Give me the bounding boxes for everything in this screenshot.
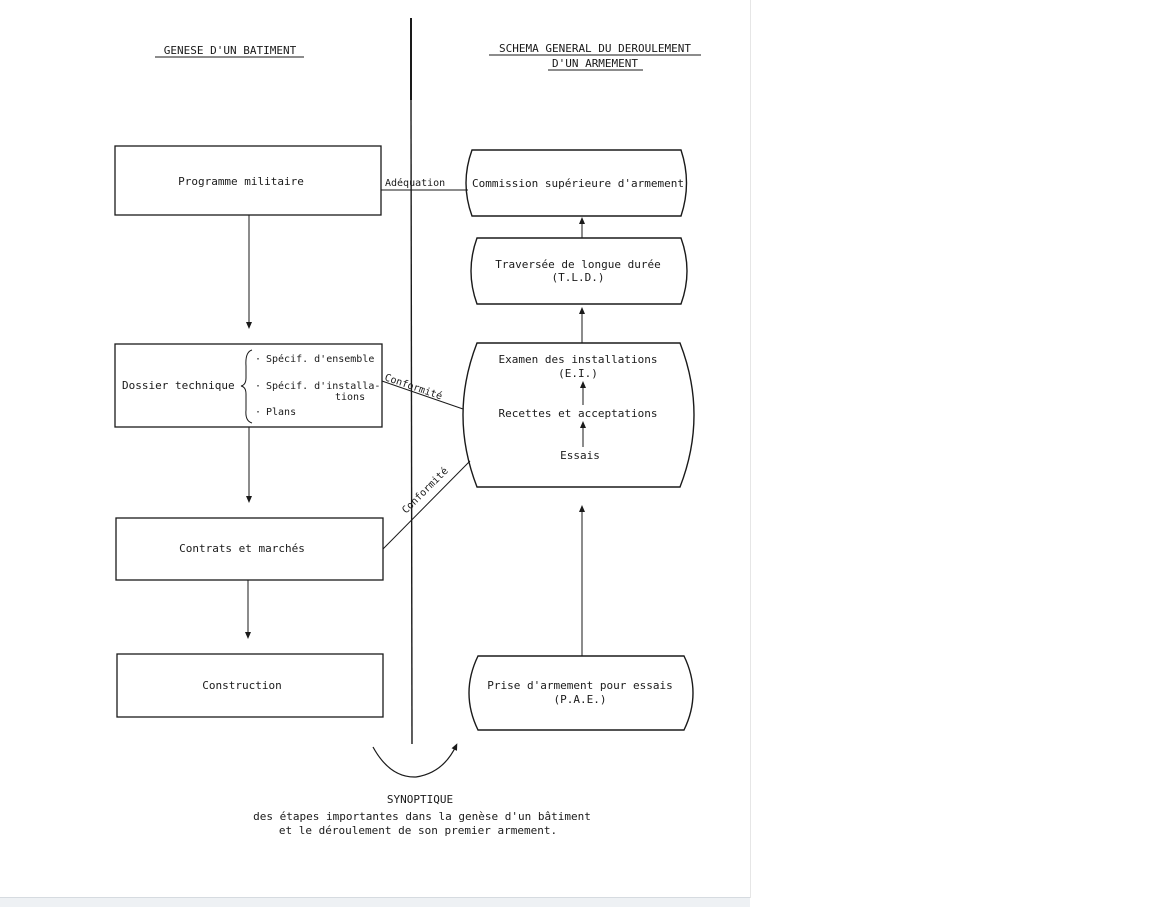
- dossier-technique-box: Dossier technique · Spécif. d'ensemble ·…: [114, 343, 383, 428]
- svg-text:Prise d'armement pour essais: Prise d'armement pour essais: [487, 679, 672, 692]
- svg-text:(E.I.): (E.I.): [558, 367, 598, 380]
- commission-box: Commission supérieure d'armement: [465, 149, 688, 217]
- svg-text:Conformité: Conformité: [383, 371, 444, 402]
- cycle-arrow-icon: [372, 743, 458, 778]
- svg-text:Dossier technique: Dossier technique: [122, 379, 235, 392]
- svg-text:SCHEMA GENERAL DU DEROULEMENT: SCHEMA GENERAL DU DEROULEMENT: [499, 42, 691, 55]
- svg-text:(T.L.D.): (T.L.D.): [552, 271, 605, 284]
- construction-box: Construction: [116, 653, 384, 718]
- svg-text:Construction: Construction: [202, 679, 281, 692]
- viewer-bottom-bar: [0, 897, 750, 907]
- adequation-connector: Adéquation: [381, 177, 468, 191]
- right-heading: SCHEMA GENERAL DU DEROULEMENT D'UN ARMEM…: [489, 42, 701, 71]
- svg-text:SYNOPTIQUE: SYNOPTIQUE: [387, 793, 453, 806]
- central-divider-lower: [410, 99, 413, 745]
- svg-text:Contrats et marchés: Contrats et marchés: [179, 542, 305, 555]
- svg-text:tions: tions: [335, 392, 365, 403]
- contrats-marches-box: Contrats et marchés: [115, 517, 384, 581]
- brace-icon: [240, 349, 253, 424]
- tld-box: Traversée de longue durée (T.L.D.): [470, 237, 688, 305]
- svg-text:Traversée de longue durée: Traversée de longue durée: [495, 258, 661, 271]
- svg-text:Spécif. d'ensemble: Spécif. d'ensemble: [266, 353, 374, 365]
- pae-box: Prise d'armement pour essais (P.A.E.): [468, 655, 694, 731]
- conformite-connector-2: Conformité: [382, 460, 471, 550]
- svg-text:Essais: Essais: [560, 449, 600, 462]
- svg-text:Commission supérieure d'armeme: Commission supérieure d'armement: [472, 177, 684, 190]
- svg-text:D'UN ARMEMENT: D'UN ARMEMENT: [552, 57, 638, 70]
- svg-text:Spécif. d'installa-: Spécif. d'installa-: [266, 380, 380, 392]
- caption: SYNOPTIQUE des étapes importantes dans l…: [253, 793, 591, 837]
- left-heading: GENESE D'UN BATIMENT: [155, 44, 304, 58]
- viewer-edge: [750, 0, 751, 898]
- conformite-connector-1: Conformité: [381, 371, 464, 410]
- svg-text:Examen des installations: Examen des installations: [499, 353, 658, 366]
- svg-text:·: ·: [255, 407, 261, 418]
- svg-text:Recettes et acceptations: Recettes et acceptations: [499, 407, 658, 420]
- svg-text:Programme militaire: Programme militaire: [178, 175, 304, 188]
- svg-text:Conformité: Conformité: [400, 465, 451, 516]
- svg-text:et le déroulement de son premi: et le déroulement de son premier armemen…: [279, 824, 557, 837]
- programme-militaire-box: Programme militaire: [114, 145, 382, 216]
- examen-installations-box: Examen des installations (E.I.) Recettes…: [462, 342, 695, 488]
- svg-text:·: ·: [255, 381, 261, 392]
- svg-text:(P.A.E.): (P.A.E.): [554, 693, 607, 706]
- svg-text:Plans: Plans: [266, 407, 296, 418]
- svg-text:GENESE D'UN BATIMENT: GENESE D'UN BATIMENT: [164, 44, 297, 57]
- svg-text:des étapes importantes dans la: des étapes importantes dans la genèse d'…: [253, 810, 591, 823]
- svg-text:·: ·: [255, 354, 261, 365]
- svg-text:Adéquation: Adéquation: [385, 177, 445, 189]
